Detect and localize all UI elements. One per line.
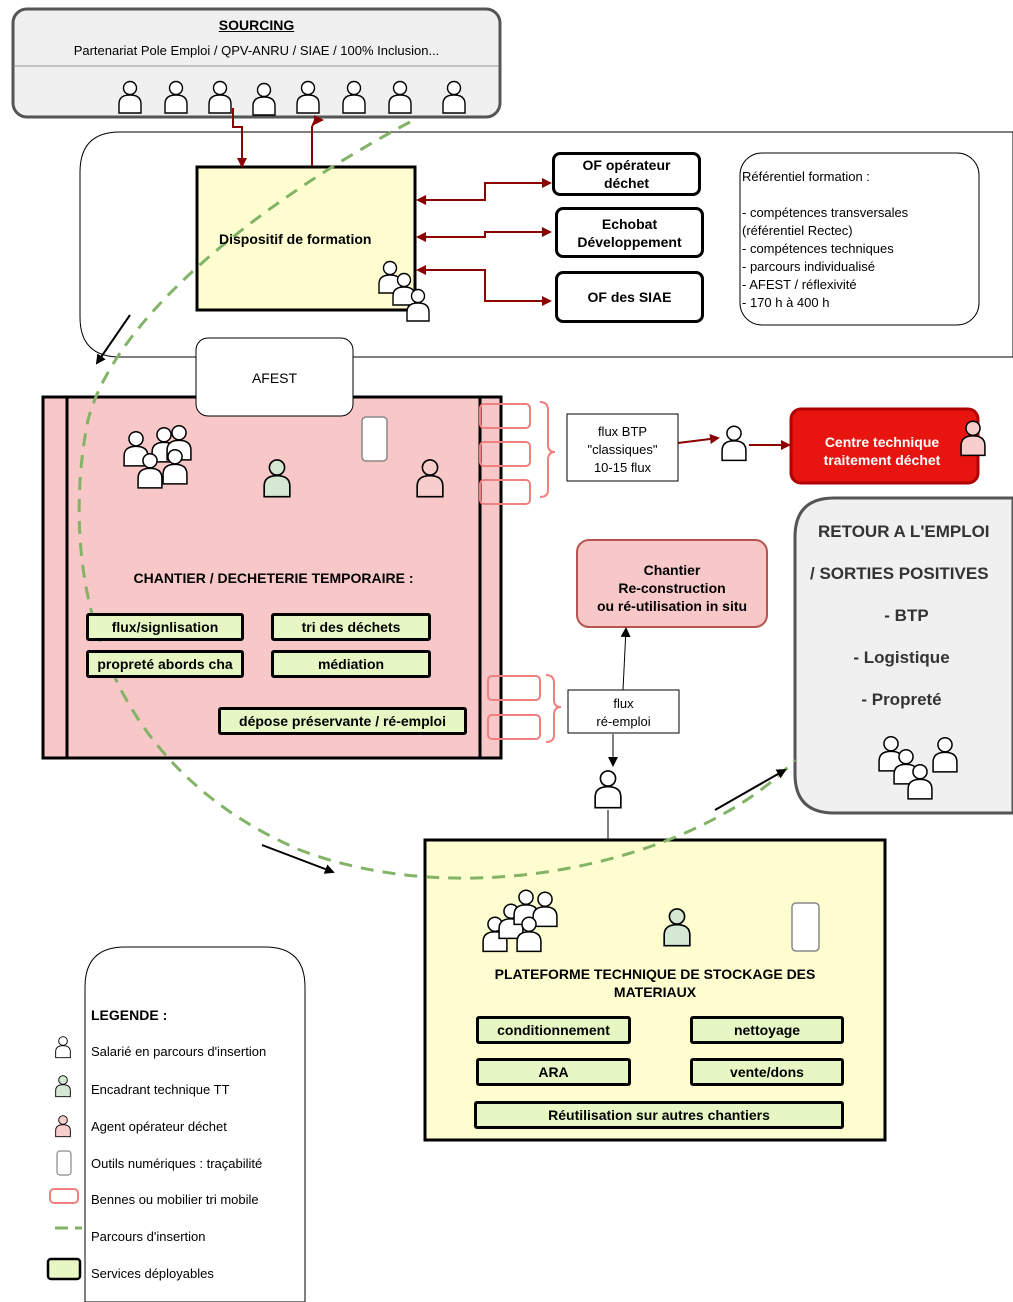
service-vente-dons: vente/dons	[690, 1058, 844, 1086]
legend-label-salarie: Salarié en parcours d'insertion	[91, 1044, 267, 1059]
path-arrow-2	[261, 844, 335, 874]
arrow-echobat	[416, 227, 552, 242]
plateforme-title: PLATEFORME TECHNIQUE DE STOCKAGE DES MAT…	[425, 965, 885, 1001]
of-operateur-line-1: OF opérateur	[582, 157, 671, 173]
legend-box	[84, 946, 306, 1302]
bins-top	[479, 401, 556, 505]
legend-label-outils: Outils numériques : traçabilité	[91, 1156, 263, 1171]
phone-icon	[56, 1150, 72, 1176]
flux-btp-box	[566, 413, 679, 482]
referentiel-item-3: - compétences techniques	[742, 241, 894, 256]
dispositif-label: Dispositif de formation	[219, 231, 372, 247]
retour-line-5: - Propreté	[861, 690, 942, 709]
service-nettoyage: nettoyage	[690, 1016, 844, 1044]
referentiel-title: Référentiel formation :	[742, 169, 870, 184]
flux-btp-line-2: "classiques"	[587, 442, 658, 457]
legend-label-bennes: Bennes ou mobilier tri mobile	[91, 1192, 259, 1207]
legend-label-encadrant: Encadrant technique TT	[91, 1082, 230, 1097]
centre-technique-label: Centre technique traitement déchet	[798, 433, 966, 469]
service-proprete-abords: propreté abords cha	[86, 650, 244, 678]
service-flux-signalisation: flux/signlisation	[86, 613, 244, 641]
service-tri-dechets: tri des déchets	[271, 613, 431, 641]
flux-btp-person-icon	[721, 425, 747, 462]
service-ara: ARA	[476, 1058, 631, 1086]
referentiel-text: Référentiel formation : - compétences tr…	[742, 168, 908, 312]
service-mediation: médiation	[271, 650, 431, 678]
service-reutilisation: Réutilisation sur autres chantiers	[474, 1101, 844, 1129]
flux-btp-line-3: 10-15 flux	[593, 460, 652, 475]
of-operateur-box: OF opérateur déchet	[552, 152, 701, 196]
chantier-reconstruction-box	[576, 539, 768, 628]
legend-label-agent: Agent opérateur déchet	[91, 1119, 227, 1134]
echobat-line-2: Développement	[577, 233, 682, 250]
retour-line-4: - Logistique	[853, 648, 950, 667]
legend-label-parcours: Parcours d'insertion	[91, 1229, 206, 1244]
arrow-of-siae	[416, 265, 552, 306]
flux-btp-label: flux BTP "classiques" 10-15 flux	[567, 423, 678, 477]
service-depose-preservante: dépose préservante / ré-emploi	[218, 707, 467, 735]
plateforme-title-line-2: MATERIAUX	[613, 984, 697, 1000]
centre-line-1: Centre technique	[824, 434, 940, 450]
of-siae-box: OF des SIAE	[555, 271, 704, 323]
plateforme-title-line-1: PLATEFORME TECHNIQUE DE STOCKAGE DES	[494, 966, 816, 982]
reemploi-line-1: flux	[613, 696, 634, 711]
echobat-line-1: Echobat	[601, 215, 658, 232]
arrow-sourcing-down	[232, 108, 247, 168]
person-green-icon	[55, 1075, 71, 1098]
afest-label: AFEST	[251, 370, 298, 386]
legend-title: LEGENDE :	[91, 1007, 168, 1023]
arrow-flux-btp	[677, 434, 720, 444]
flux-reemploi-label: flux ré-emploi	[568, 695, 679, 731]
referentiel-box	[739, 152, 980, 326]
of-operateur-line-2: déchet	[603, 175, 650, 191]
flux-reemploi-box	[567, 689, 680, 734]
sourcing-subtitle: Partenariat Pole Emploi / QPV-ANRU / SIA…	[73, 43, 440, 58]
arrow-dispositif-up	[311, 115, 324, 166]
chantier-box	[41, 395, 503, 760]
plateforme-phone-icon	[791, 902, 820, 952]
arrow-of-operateur	[416, 178, 552, 205]
reemploi-line-2: ré-emploi	[596, 714, 651, 729]
legend-label-services: Services déployables	[91, 1266, 214, 1281]
path-arrow-1	[95, 314, 131, 365]
bins-bottom	[487, 674, 562, 743]
reemploi-person-icon	[594, 770, 622, 809]
reconstruction-line-1: Chantier	[643, 562, 701, 578]
service-conditionnement: conditionnement	[476, 1016, 631, 1044]
person-red-icon	[55, 1115, 71, 1138]
referentiel-item-2: (référentiel Rectec)	[742, 223, 853, 238]
sourcing-title: SOURCING	[218, 17, 295, 33]
referentiel-item-6: - 170 h à 400 h	[742, 295, 830, 310]
referentiel-item-5: - AFEST / réflexivité	[742, 277, 857, 292]
chantier-reconstruction-label: Chantier Re-construction ou ré-utilisati…	[577, 561, 767, 615]
chantier-phone-icon	[361, 416, 388, 462]
referentiel-item-4: - parcours individualisé	[742, 259, 875, 274]
reconstruction-line-3: ou ré-utilisation in situ	[596, 598, 748, 614]
referentiel-item-1: - compétences transversales	[742, 205, 909, 220]
retour-line-3: - BTP	[884, 606, 929, 625]
service-box-icon	[46, 1257, 82, 1281]
path-arrow-3	[714, 769, 787, 811]
flux-btp-line-1: flux BTP	[597, 424, 648, 439]
centre-line-2: traitement déchet	[823, 452, 941, 468]
bin-icon	[49, 1188, 79, 1204]
afest-box	[195, 337, 354, 417]
retour-line-2: / SORTIES POSITIVES	[810, 564, 989, 583]
retour-box	[793, 496, 1013, 815]
person-outline-icon	[55, 1036, 71, 1059]
plateforme-box	[423, 838, 887, 1142]
of-siae-label: OF des SIAE	[587, 289, 672, 305]
retour-line-1: RETOUR A L'EMPLOI	[818, 522, 990, 541]
reconstruction-line-2: Re-construction	[618, 580, 726, 596]
arrow-reemploi-up	[620, 627, 631, 691]
chantier-title: CHANTIER / DECHETERIE TEMPORAIRE :	[133, 570, 414, 586]
